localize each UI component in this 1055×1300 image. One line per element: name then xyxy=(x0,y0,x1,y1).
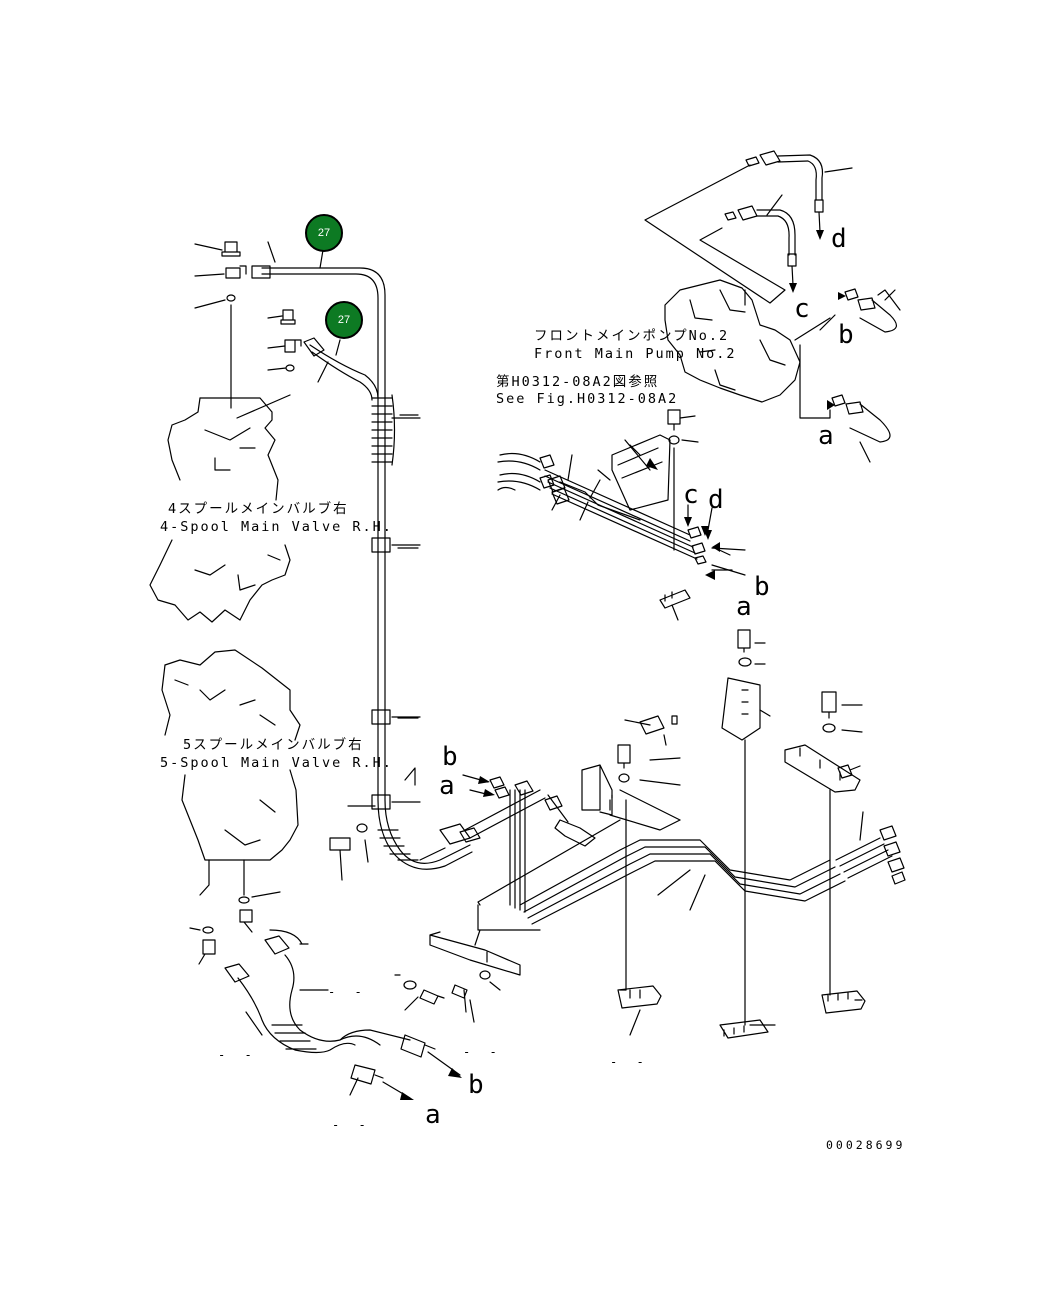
see-fig-label-en: See Fig.H0312-08A2 xyxy=(496,391,679,407)
callout-leaders xyxy=(319,249,341,356)
center-pipe-bundle xyxy=(419,776,906,946)
front-pump-label-en: Front Main Pump No.2 xyxy=(534,346,737,362)
arrow-leaders xyxy=(462,504,733,796)
valve5-label-jp: 5スプールメインバルブ右 xyxy=(183,737,364,753)
letter-b-mid: b xyxy=(754,572,770,602)
letter-d-mid: d xyxy=(708,485,724,515)
dash-mark-1: - - xyxy=(328,985,368,999)
dash-mark-5: - - xyxy=(332,1118,372,1132)
letter-a-center: a xyxy=(439,771,455,801)
callout-badge-27-lower[interactable]: 27 xyxy=(325,301,363,339)
right-brackets xyxy=(719,629,866,1039)
letter-a-lower: a xyxy=(425,1100,441,1130)
valve4-label-jp: 4スプールメインバルブ右 xyxy=(168,501,349,517)
letter-b-upper: b xyxy=(838,320,854,350)
letter-d-upper: d xyxy=(831,224,847,254)
letter-a-upper: a xyxy=(818,421,834,451)
drawing-number: 00028699 xyxy=(826,1138,906,1152)
letter-c-upper: c xyxy=(794,294,810,324)
dash-mark-3: - - xyxy=(463,1045,503,1059)
dash-mark-2: - - xyxy=(218,1048,258,1062)
arrowheads-lower-left xyxy=(400,1068,462,1100)
four-spool-valve xyxy=(149,397,291,623)
lower-left-hoses xyxy=(198,909,461,1099)
letter-c-mid: c xyxy=(683,480,699,510)
letter-a-mid: a xyxy=(736,592,752,622)
arrowheads-upper-right xyxy=(789,230,846,410)
arrowheads-center xyxy=(478,458,720,797)
leaders-main-pipe xyxy=(397,414,419,786)
main-vertical-pipe xyxy=(261,267,473,870)
see-fig-label-jp: 第H0312-08A2図参照 xyxy=(496,374,660,390)
center-manifold-and-pipes xyxy=(497,409,746,621)
letter-b-center: b xyxy=(442,742,458,772)
front-pump-label-jp: フロントメインポンプNo.2 xyxy=(534,328,730,344)
dash-mark-4: - - xyxy=(610,1055,650,1069)
valve4-label-en: 4-Spool Main Valve R.H. xyxy=(160,519,393,535)
front-main-pump xyxy=(644,164,836,419)
pump-hoses xyxy=(724,150,901,463)
letter-b-lower: b xyxy=(468,1070,484,1100)
callout-badge-27-upper[interactable]: 27 xyxy=(305,214,343,252)
five-spool-valve xyxy=(161,649,301,934)
center-brackets xyxy=(329,715,681,1036)
upper-left-fittings xyxy=(194,241,329,419)
valve5-label-en: 5-Spool Main Valve R.H. xyxy=(160,755,393,771)
